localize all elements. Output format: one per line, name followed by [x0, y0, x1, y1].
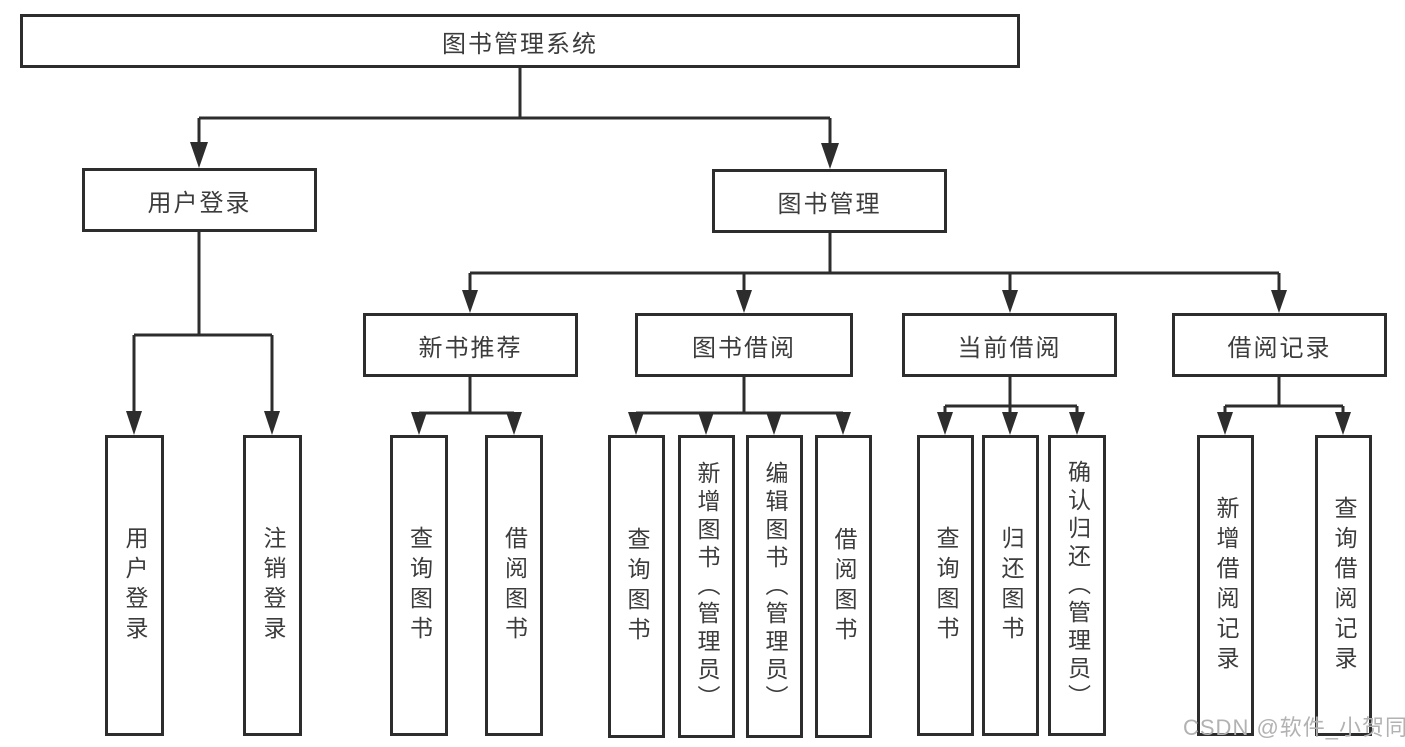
arrowheads	[126, 142, 1351, 435]
node-library-management-system: 图书管理系统	[20, 14, 1020, 68]
arrowhead-icon	[937, 412, 953, 435]
node-leaf-user-login: 用户登录	[105, 435, 164, 736]
edge-book-mgmt-split	[468, 233, 1281, 292]
node-label: 图书管理	[777, 190, 882, 218]
arrowhead-icon	[1002, 412, 1018, 435]
node-borrowing-records: 借阅记录	[1172, 313, 1387, 377]
node-current-borrowing: 当前借阅	[902, 313, 1117, 377]
edge-new-book-split	[417, 377, 516, 415]
node-book-management-module: 图书管理	[712, 169, 947, 233]
node-user-login-module: 用户登录	[82, 168, 317, 232]
node-label: 注销登录	[260, 525, 286, 646]
node-label: 新书推荐	[418, 334, 523, 362]
node-label: 用户登录	[147, 189, 252, 217]
arrowhead-icon	[1335, 412, 1351, 435]
csdn-watermark: CSDN @软件_小贺同学	[1183, 715, 1405, 740]
edge-root-split	[197, 68, 832, 147]
arrowhead-icon	[736, 290, 752, 313]
arrowhead-icon	[126, 411, 142, 435]
node-leaf-bb-add-books-admin: 新增图书（管理员）	[678, 435, 735, 738]
node-leaf-cb-query-books: 查询图书	[917, 435, 974, 736]
node-leaf-nb-query-books: 查询图书	[390, 435, 448, 736]
node-label: 图书借阅	[692, 334, 796, 362]
arrowhead-icon	[1271, 290, 1287, 313]
arrowhead-icon	[190, 142, 208, 168]
node-leaf-logout: 注销登录	[243, 435, 302, 736]
node-label: 借阅图书	[501, 525, 528, 646]
node-leaf-bb-query-books: 查询图书	[608, 435, 665, 738]
edge-current-borrow-split	[943, 377, 1079, 414]
arrowhead-icon	[1069, 412, 1085, 435]
edge-user-login-split	[132, 232, 274, 414]
node-label: 新增图书（管理员）	[694, 460, 720, 713]
arrowhead-icon	[835, 412, 851, 435]
arrowhead-icon	[506, 412, 522, 435]
node-label: 编辑图书（管理员）	[762, 460, 788, 713]
node-label: 确认归还（管理员）	[1064, 459, 1091, 712]
edge-borrow-record-split	[1223, 377, 1345, 414]
node-new-book-recommend: 新书推荐	[363, 313, 578, 377]
node-label: 查询图书	[406, 525, 433, 646]
arrowhead-icon	[1002, 290, 1018, 313]
arrowhead-icon	[698, 412, 714, 435]
edge-book-borrow-split	[634, 377, 845, 415]
node-leaf-cb-return-books: 归还图书	[982, 435, 1039, 736]
node-leaf-nb-borrow-books: 借阅图书	[485, 435, 543, 736]
node-label: 当前借阅	[957, 334, 1062, 362]
node-leaf-br-add-record: 新增借阅记录	[1197, 435, 1254, 736]
node-leaf-bb-borrow-books: 借阅图书	[815, 435, 872, 738]
node-leaf-br-query-record: 查询借阅记录	[1315, 435, 1372, 736]
node-label: 用户登录	[122, 525, 148, 646]
arrowhead-icon	[766, 412, 782, 435]
node-label: 借阅记录	[1227, 334, 1332, 362]
node-label: 新增借阅记录	[1213, 495, 1239, 676]
node-leaf-cb-confirm-return-admin: 确认归还（管理员）	[1048, 435, 1106, 736]
node-label: 图书管理系统	[442, 30, 598, 58]
node-label: 查询借阅记录	[1331, 495, 1357, 676]
arrowhead-icon	[264, 411, 280, 435]
node-label: 查询图书	[624, 526, 650, 647]
node-book-borrowing: 图书借阅	[635, 313, 853, 377]
arrowhead-icon	[1217, 412, 1233, 435]
arrowhead-icon	[462, 290, 478, 313]
node-leaf-bb-edit-books-admin: 编辑图书（管理员）	[746, 435, 803, 738]
arrowhead-icon	[411, 412, 427, 435]
node-label: 查询图书	[933, 525, 959, 646]
arrowhead-icon	[628, 412, 644, 435]
arrowhead-icon	[821, 143, 839, 169]
node-label: 归还图书	[998, 525, 1024, 646]
node-label: 借阅图书	[831, 526, 857, 647]
